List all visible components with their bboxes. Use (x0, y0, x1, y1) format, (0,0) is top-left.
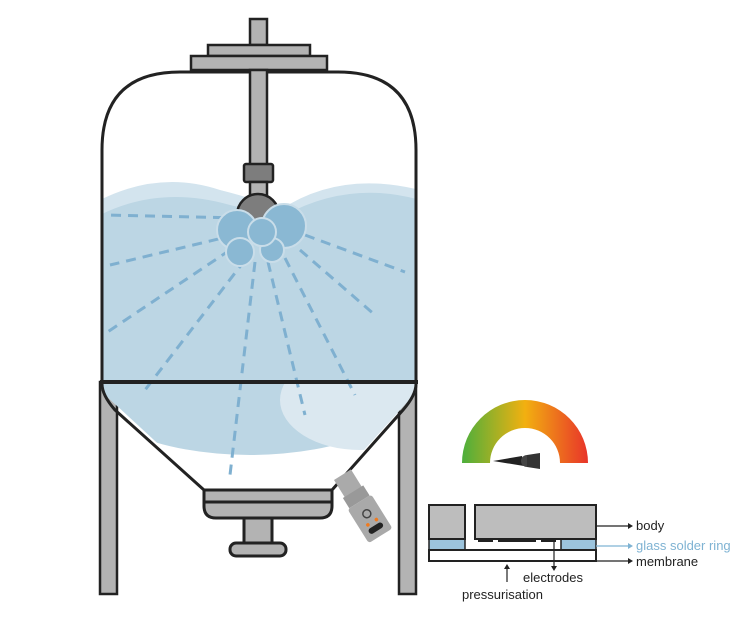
glass-solder-ring-left (428, 538, 466, 551)
shaft-coupling (242, 162, 275, 184)
membrane (428, 549, 597, 562)
label-membrane: membrane (636, 554, 698, 569)
tank-cone (100, 383, 418, 492)
sensor-cross-section (428, 504, 597, 562)
outlet-flange (202, 488, 334, 558)
spray-cloud (216, 203, 307, 267)
gauge (462, 400, 588, 469)
electrode (478, 539, 493, 542)
label-pressurisation: pressurisation (462, 587, 543, 602)
glass-solder-ring-right (560, 538, 597, 551)
label-electrodes: electrodes (523, 570, 583, 585)
spray-jets (102, 213, 406, 476)
drive-shaft (248, 68, 269, 167)
mounted-pressure-sensor (333, 469, 392, 543)
body-main (474, 504, 597, 540)
label-body: body (636, 518, 665, 533)
lid-flange (189, 17, 329, 72)
label-glass-solder-ring: glass solder ring (636, 538, 731, 553)
body-left (428, 504, 466, 540)
gauge-needle (493, 456, 524, 466)
callouts (504, 523, 633, 582)
support-leg-left (98, 380, 119, 596)
indicator-led (366, 523, 370, 527)
